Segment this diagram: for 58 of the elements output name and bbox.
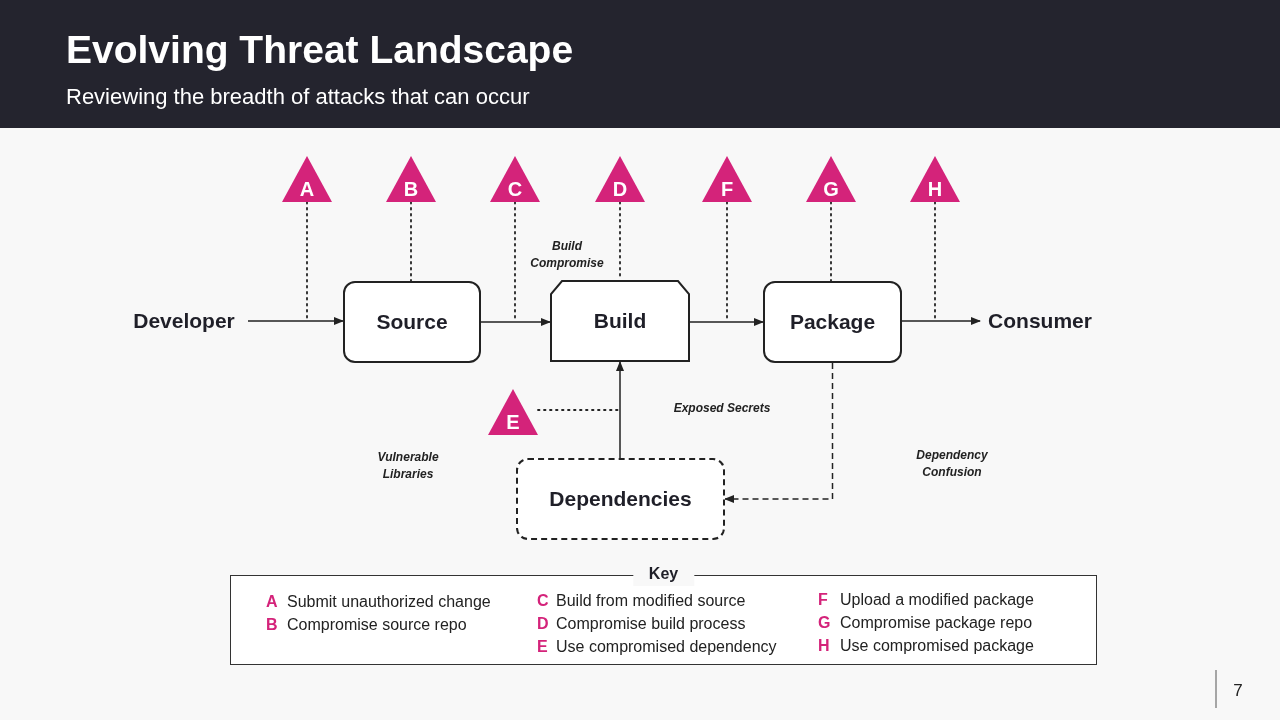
warning-triangle [595,156,645,202]
triangle-letter: H [927,179,943,199]
process-box [763,281,902,363]
key-description: Use compromised dependency [556,637,778,657]
box-label: Build [593,308,647,335]
triangle-letter: C [507,179,523,199]
attack-caption: Exposed Secrets [672,400,772,417]
arrow [616,361,624,459]
warning-triangle [488,389,538,435]
key-description: Use compromised package [840,636,1035,656]
triangle-letter: B [403,179,419,199]
process-box [343,281,481,363]
attack-caption: Build Compromise [529,238,605,272]
triangle-letter: A [299,179,315,199]
warning-triangle [910,156,960,202]
key-description: Compromise package repo [840,613,1034,633]
actor-label: Developer [120,305,248,337]
key-description: Upload a modified package [840,590,1035,610]
actor-label: Consumer [980,305,1100,337]
key-description: Submit unauthorized change [287,592,492,612]
arrow [901,317,981,325]
key-letter: E [537,637,549,657]
key-letter: F [818,590,829,610]
arrow [724,362,834,503]
key-letter: H [818,636,831,656]
warning-triangle [282,156,332,202]
box-label: Source [376,309,448,336]
key-letter: G [818,613,832,633]
attack-caption: Dependency Confusion [915,447,989,481]
dotted-connector [830,201,832,282]
triangle-letter: F [720,179,734,199]
key-letter: D [537,614,550,634]
attack-caption: Vulnerable Libraries [376,449,440,483]
key-letter: B [266,615,279,635]
dotted-connector [410,201,412,282]
key-letter: A [266,592,279,612]
arrow [480,318,551,326]
dashed-process-box [516,458,725,540]
dotted-connector [537,409,621,411]
warning-triangle [490,156,540,202]
key-letter: C [537,591,550,611]
warning-triangle [386,156,436,202]
slide-title: Evolving Threat Landscape [66,27,574,73]
key-description: Compromise source repo [287,615,468,635]
process-box [550,280,690,362]
slide-subtitle: Reviewing the breadth of attacks that can occur [66,83,530,111]
triangle-letter: G [823,179,839,199]
triangle-letter: E [506,412,520,432]
triangle-letter: D [612,179,628,199]
key-description: Build from modified source [556,591,747,611]
box-label: Package [789,309,876,336]
key-description: Compromise build process [556,614,747,634]
box-label: Dependencies [549,486,692,513]
page-number: 7 [1232,680,1244,702]
arrow [689,318,764,326]
warning-triangle [806,156,856,202]
warning-triangle [702,156,752,202]
arrow [247,317,344,325]
